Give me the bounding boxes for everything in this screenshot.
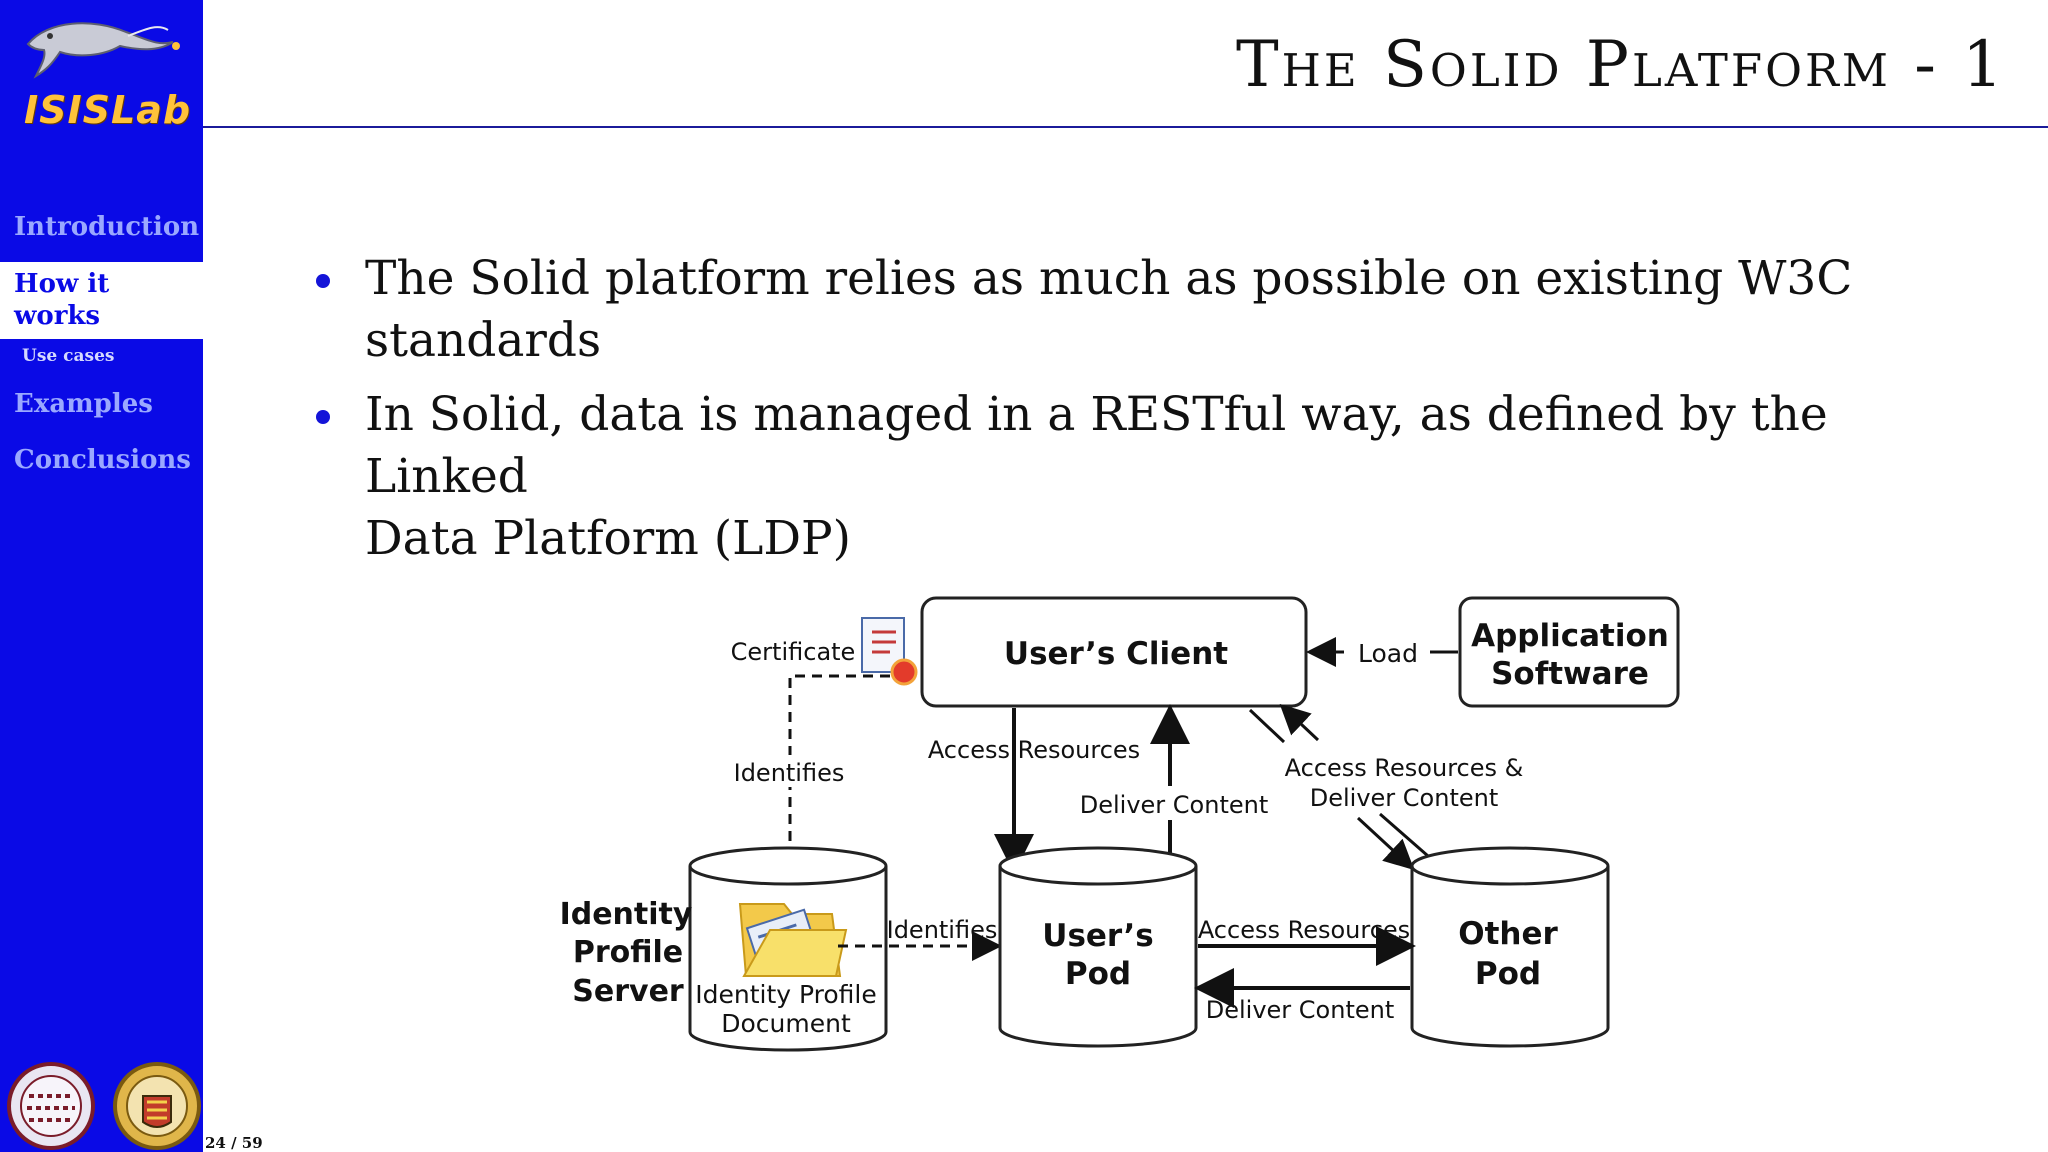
bullet-1-line2: standards bbox=[365, 313, 602, 368]
application-software-box bbox=[1458, 596, 1680, 708]
identity-profile-document-label-2: Document bbox=[721, 1009, 851, 1038]
nav-examples[interactable]: Examples bbox=[14, 389, 153, 419]
users-pod-label-1: User’s bbox=[1042, 918, 1153, 954]
bullet-text: In Solid, data is managed in a RESTful w… bbox=[365, 384, 1985, 570]
deliver-content-label-1: Deliver Content bbox=[1080, 791, 1269, 819]
identity-profile-server-label-3: Server bbox=[572, 974, 684, 1009]
access-deliver-label-2: Deliver Content bbox=[1310, 784, 1499, 812]
access-resources-label-1: Access Resources bbox=[928, 736, 1140, 764]
dolphin-logo-icon bbox=[26, 22, 180, 79]
page-counter: 24 / 59 bbox=[205, 1134, 263, 1152]
deliver-content-label-bg bbox=[1084, 786, 1264, 820]
identity-profile-document-icon bbox=[738, 903, 848, 977]
nav-use-cases[interactable]: Use cases bbox=[22, 346, 115, 366]
other-pod-cylinder bbox=[1410, 846, 1610, 1048]
title-rule bbox=[203, 126, 2048, 128]
bullet-2-line1: In Solid, data is managed in a RESTful w… bbox=[365, 387, 1828, 504]
users-pod-label-2: Pod bbox=[1065, 956, 1131, 992]
department-seal-icon bbox=[7, 1062, 95, 1150]
isislab-logo: ISISLab bbox=[8, 6, 198, 136]
sidebar: ISISLab Introduction How it works Use ca… bbox=[0, 0, 203, 1152]
university-seal-icon bbox=[113, 1062, 201, 1150]
deliver-content-label-2: Deliver Content bbox=[1206, 996, 1395, 1024]
identifies-label-bg bbox=[735, 755, 847, 787]
application-software-label-1: Application bbox=[1471, 618, 1669, 654]
slide-title: The Solid Platform - 1 bbox=[1236, 28, 2006, 102]
other-pod-label-2: Pod bbox=[1475, 956, 1541, 992]
solid-architecture-diagram: User’s Client Application Software Load … bbox=[560, 596, 1680, 1052]
diagonal-line-2a bbox=[1379, 812, 1429, 858]
nav-how-it-works-line1: How it bbox=[14, 269, 110, 299]
load-label: Load bbox=[1358, 639, 1418, 668]
access-deliver-label-1: Access Resources & bbox=[1285, 754, 1524, 782]
identifies-label-1: Identifies bbox=[734, 759, 845, 787]
users-pod-cylinder bbox=[998, 846, 1198, 1048]
diagonal-line-1a bbox=[1248, 708, 1286, 744]
nav-conclusions[interactable]: Conclusions bbox=[14, 445, 191, 475]
bullet-dot bbox=[316, 274, 330, 288]
application-software-label-2: Software bbox=[1491, 656, 1649, 692]
other-pod-label-1: Other bbox=[1458, 916, 1558, 952]
logo-text: ISISLab bbox=[24, 88, 192, 132]
bullet-1-line1: The Solid platform relies as much as pos… bbox=[365, 251, 1853, 306]
slide-title-text: The Solid Platform - 1 bbox=[1235, 28, 2006, 102]
identity-profile-document-label-1: Identity Profile bbox=[695, 980, 877, 1009]
bullet-text: The Solid platform relies as much as pos… bbox=[365, 248, 1985, 372]
identity-profile-server-label-2: Profile bbox=[573, 935, 683, 970]
access-resources-label-2: Access Resources bbox=[1198, 916, 1410, 944]
diagonal-arrow-down bbox=[1356, 816, 1415, 871]
identifies-label-2: Identifies bbox=[887, 916, 998, 944]
nav-introduction[interactable]: Introduction bbox=[14, 212, 200, 242]
nav-how-it-works[interactable]: How it works bbox=[0, 262, 203, 339]
certificate-label: Certificate bbox=[731, 638, 856, 666]
bullet-2-line2: Data Platform (LDP) bbox=[365, 511, 851, 566]
certificate-icon bbox=[861, 617, 918, 686]
identity-profile-server-label-1: Identity bbox=[560, 897, 693, 932]
users-client-label: User’s Client bbox=[1004, 636, 1228, 672]
diagonal-arrow-up bbox=[1279, 703, 1320, 742]
nav-how-it-works-line2: works bbox=[14, 301, 101, 331]
bullet-dot bbox=[316, 410, 330, 424]
